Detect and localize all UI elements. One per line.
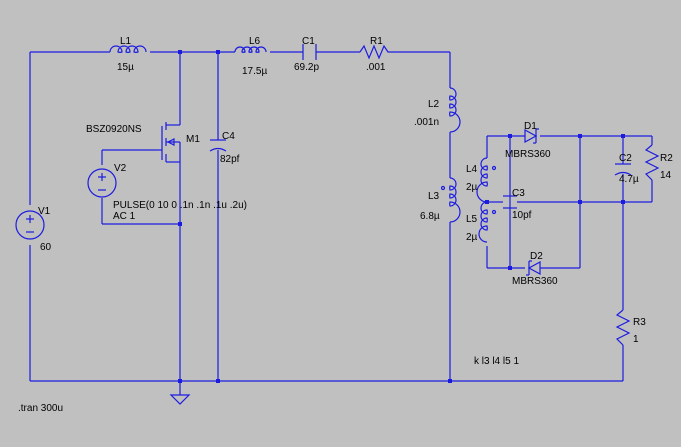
label-l6-ref: L6 bbox=[249, 36, 261, 47]
capacitor-c4[interactable] bbox=[209, 139, 227, 152]
label-d2-ref: D2 bbox=[530, 251, 543, 262]
inductor-l6[interactable] bbox=[234, 46, 267, 53]
label-d1-ref: D1 bbox=[524, 121, 537, 132]
label-c4-ref: C4 bbox=[222, 131, 235, 142]
capacitor-c2[interactable] bbox=[614, 163, 632, 176]
label-l2-value: .001n bbox=[414, 117, 439, 128]
label-l4-ref: L4 bbox=[466, 164, 478, 175]
voltage-source-v2[interactable] bbox=[87, 168, 117, 198]
coupling-directive: k l3 l4 l5 1 bbox=[474, 356, 519, 367]
tran-directive: .tran 300u bbox=[18, 403, 63, 414]
label-l5-value: 2µ bbox=[466, 232, 478, 243]
junction-dots bbox=[178, 50, 625, 383]
label-r2-ref: R2 bbox=[660, 153, 673, 164]
label-d2-value: MBRS360 bbox=[512, 276, 558, 287]
capacitor-c3[interactable] bbox=[503, 195, 517, 209]
label-r2-value: 14 bbox=[660, 170, 672, 181]
inductor-l3[interactable] bbox=[440, 177, 461, 223]
label-c2-ref: C2 bbox=[619, 153, 632, 164]
label-c1-value: 69.2p bbox=[294, 62, 319, 73]
label-r1-value: .001 bbox=[366, 62, 386, 73]
inductor-l2[interactable] bbox=[449, 87, 461, 133]
label-v1-value: 60 bbox=[40, 242, 52, 253]
ground-icon bbox=[169, 394, 191, 405]
inductor-l5[interactable] bbox=[478, 201, 497, 243]
label-r3-ref: R3 bbox=[633, 317, 646, 328]
label-v2-ref: V2 bbox=[114, 163, 127, 174]
capacitor-c1[interactable] bbox=[302, 44, 317, 60]
wires bbox=[29, 51, 653, 395]
resistor-r2[interactable] bbox=[644, 144, 660, 181]
inductor-l4[interactable] bbox=[476, 157, 497, 203]
label-c4-value: 82pf bbox=[220, 154, 240, 165]
label-l3-ref: L3 bbox=[428, 191, 440, 202]
label-c3-ref: C3 bbox=[512, 188, 525, 199]
resistor-r1[interactable] bbox=[359, 44, 390, 60]
label-l3-value: 6.8µ bbox=[420, 211, 440, 222]
label-l6-value: 17.5µ bbox=[242, 66, 267, 77]
label-l2-ref: L2 bbox=[428, 99, 440, 110]
label-l1-ref: L1 bbox=[120, 36, 132, 47]
diode-d2[interactable] bbox=[526, 260, 541, 276]
label-c2-value: 4.7µ bbox=[619, 174, 639, 185]
label-l5-ref: L5 bbox=[466, 214, 478, 225]
label-l1-value: 15µ bbox=[117, 62, 134, 73]
label-v2-ac: AC 1 bbox=[113, 211, 136, 222]
label-c1-ref: C1 bbox=[302, 36, 315, 47]
resistor-r3[interactable] bbox=[615, 309, 631, 346]
label-m1-ref: M1 bbox=[186, 134, 200, 145]
inductor-l1[interactable] bbox=[109, 45, 147, 53]
label-c3-value: 10pf bbox=[512, 210, 532, 221]
label-m1-value: BSZ0920NS bbox=[86, 124, 142, 135]
diode-d1[interactable] bbox=[524, 128, 539, 144]
label-l4-value: 2µ bbox=[466, 182, 478, 193]
voltage-source-v1[interactable] bbox=[15, 210, 45, 240]
label-r3-value: 1 bbox=[633, 334, 639, 345]
label-v2-value: PULSE(0 10 0 .1n .1n .1u .2u) bbox=[113, 200, 247, 211]
label-d1-value: MBRS360 bbox=[505, 149, 551, 160]
mosfet-m1[interactable] bbox=[155, 122, 181, 163]
label-v1-ref: V1 bbox=[38, 206, 51, 217]
label-r1-ref: R1 bbox=[370, 36, 383, 47]
labels: L1 15µ L6 17.5µ C1 69.2p R1 .001 L2 .001… bbox=[18, 36, 673, 414]
